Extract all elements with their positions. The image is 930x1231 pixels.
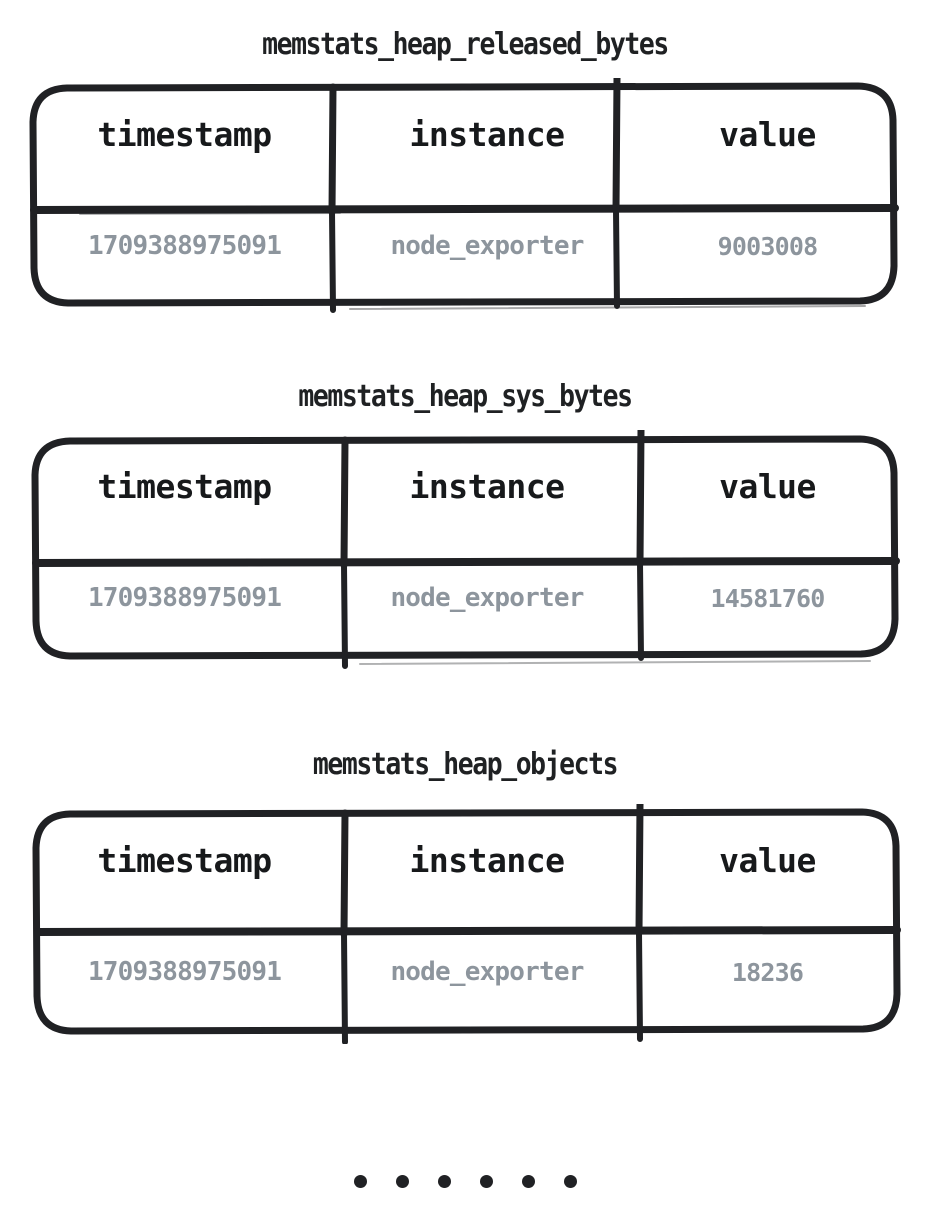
column-header-instance: instance (409, 114, 565, 154)
cell-instance: node_exporter (390, 583, 584, 613)
ellipsis-dot (437, 1175, 451, 1188)
cell-value: 18236 (731, 957, 804, 987)
cell-value: 9003008 (717, 231, 819, 261)
column-header-instance: instance (409, 840, 565, 880)
ellipsis-continuation (0, 1175, 930, 1188)
cell-value: 14581760 (710, 583, 825, 613)
cell-timestamp: 1709388975091 (87, 583, 282, 613)
column-header-value: value (719, 466, 816, 506)
table-wrapper: timestamp instance value 1709388975091 n… (32, 804, 901, 1044)
column-header-timestamp: timestamp (97, 114, 272, 154)
column-header-value: value (719, 114, 816, 154)
metric-title: memstats_heap_objects (312, 747, 619, 782)
ellipsis-dot (563, 1175, 577, 1188)
metric-table-group-0: memstats_heap_released_bytes timesta (0, 27, 930, 313)
ellipsis-dot (353, 1175, 367, 1188)
table-wrapper: timestamp instance value 1709388975091 n… (29, 78, 899, 313)
metric-title: memstats_heap_sys_bytes (298, 379, 633, 414)
cell-timestamp: 1709388975091 (87, 231, 282, 261)
cell-instance: node_exporter (390, 231, 584, 261)
cell-instance: node_exporter (390, 957, 584, 987)
table: timestamp instance value 1709388975091 n… (36, 804, 894, 1028)
metric-table-group-1: memstats_heap_sys_bytes timestamp instan… (0, 379, 930, 669)
ellipsis-dot (521, 1175, 535, 1188)
metric-title: memstats_heap_released_bytes (262, 27, 669, 62)
table-header-row: timestamp instance value (36, 804, 894, 916)
metric-table-group-2: memstats_heap_objects timestamp instance… (0, 747, 930, 1044)
table: timestamp instance value 1709388975091 n… (36, 78, 894, 302)
column-header-timestamp: timestamp (97, 840, 272, 880)
column-header-value: value (719, 840, 816, 880)
table-row: 1709388975091 node_exporter 14581760 (36, 542, 894, 654)
table-row: 1709388975091 node_exporter 18236 (36, 916, 894, 1028)
table-row: 1709388975091 node_exporter 9003008 (36, 190, 894, 302)
column-header-instance: instance (409, 466, 565, 506)
cell-timestamp: 1709388975091 (87, 957, 282, 987)
table: timestamp instance value 1709388975091 n… (36, 430, 894, 654)
table-header-row: timestamp instance value (36, 430, 894, 542)
ellipsis-dot (395, 1175, 409, 1188)
table-header-row: timestamp instance value (36, 78, 894, 190)
ellipsis-dot (479, 1175, 493, 1188)
table-wrapper: timestamp instance value 1709388975091 n… (31, 430, 900, 669)
column-header-timestamp: timestamp (97, 466, 272, 506)
